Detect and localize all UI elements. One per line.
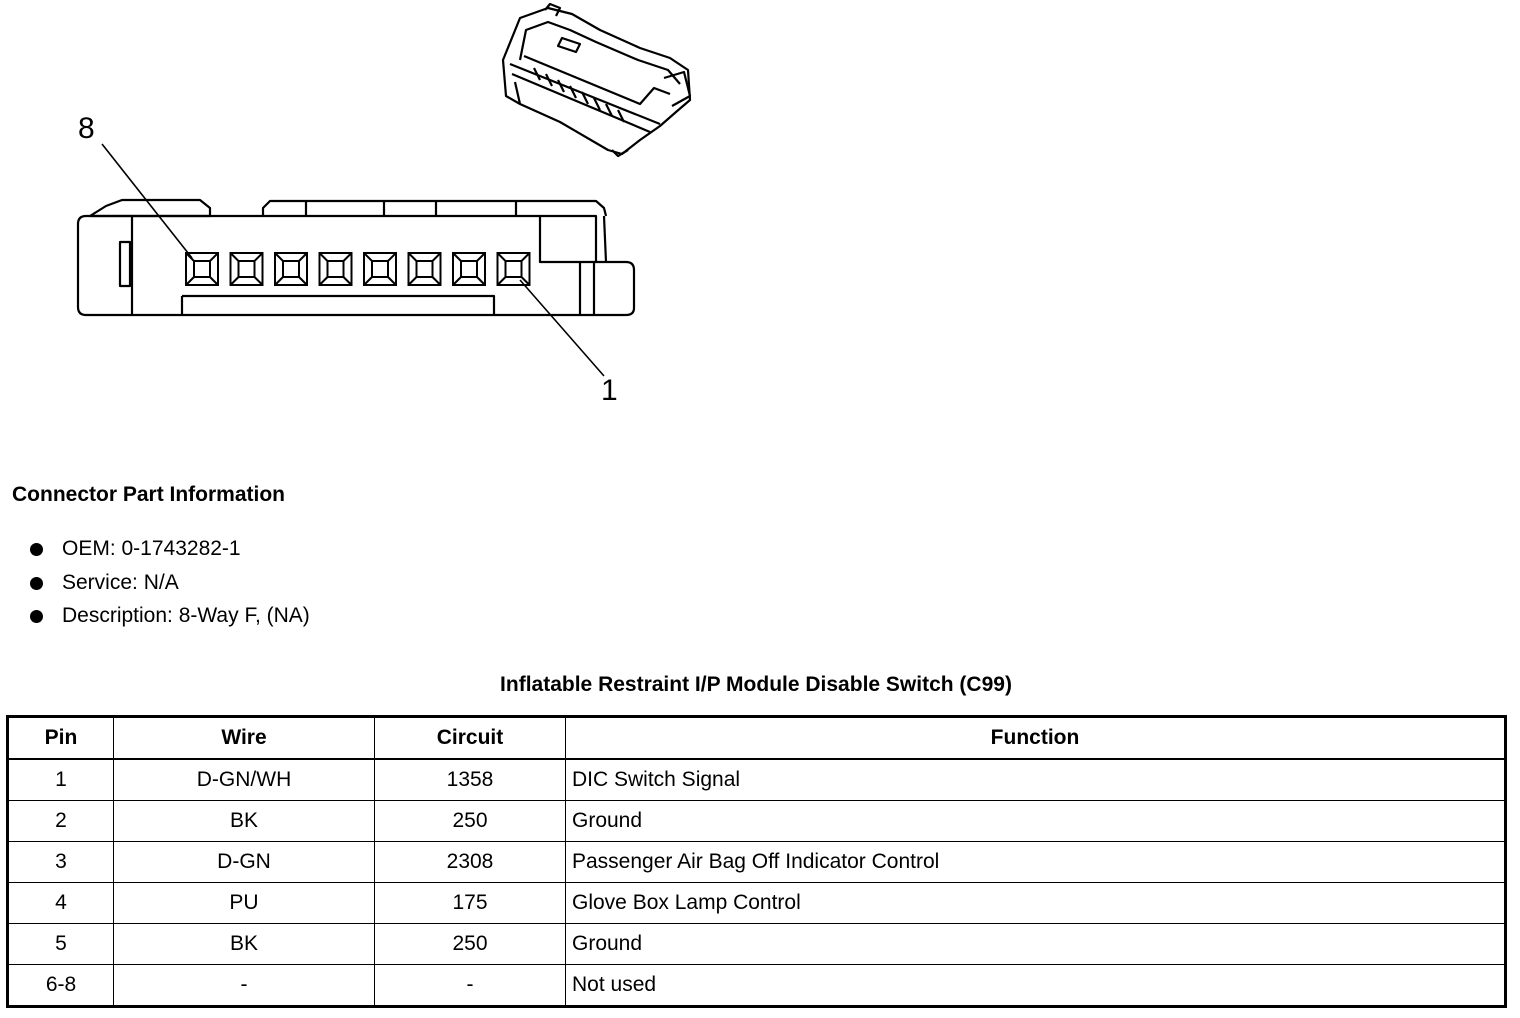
pin-cavity bbox=[229, 252, 264, 286]
cell-pin: 6-8 bbox=[7, 964, 114, 1007]
header-pin: Pin bbox=[7, 716, 114, 760]
pin-cavity bbox=[407, 252, 442, 286]
cell-pin: 4 bbox=[7, 882, 114, 924]
cell-pin: 3 bbox=[7, 841, 114, 883]
cell-circuit: 2308 bbox=[374, 841, 566, 883]
cell-pin: 5 bbox=[7, 923, 114, 965]
pin-cavity bbox=[363, 252, 397, 286]
pin-8-label: 8 bbox=[78, 112, 95, 145]
connector-info-list: OEM: 0-1743282-1 Service: N/A Descriptio… bbox=[30, 535, 310, 636]
cell-function: Passenger Air Bag Off Indicator Control bbox=[565, 841, 1506, 883]
connector-front-view bbox=[76, 198, 636, 317]
cell-function: Ground bbox=[565, 923, 1506, 965]
table-row: 1 D-GN/WH 1358 DIC Switch Signal bbox=[7, 758, 1506, 801]
pin-1-label: 1 bbox=[601, 374, 618, 407]
cell-function: Glove Box Lamp Control bbox=[565, 882, 1506, 924]
table-header-row: Pin Wire Circuit Function bbox=[7, 716, 1506, 760]
cell-function: Not used bbox=[565, 964, 1506, 1007]
pin-cavity bbox=[274, 252, 308, 286]
info-item-oem: OEM: 0-1743282-1 bbox=[30, 535, 310, 569]
pin-cavity bbox=[496, 252, 531, 286]
pin-cavities bbox=[185, 252, 531, 286]
cell-wire: PU bbox=[113, 882, 375, 924]
header-circuit: Circuit bbox=[374, 716, 566, 760]
pin-cavity bbox=[452, 252, 486, 286]
bullet-icon bbox=[30, 543, 43, 556]
cell-circuit: 250 bbox=[374, 923, 566, 965]
info-item-service: Service: N/A bbox=[30, 569, 310, 603]
cell-circuit: - bbox=[374, 964, 566, 1007]
cell-wire: D-GN bbox=[113, 841, 375, 883]
connector-part-info-heading: Connector Part Information bbox=[12, 483, 286, 506]
cell-circuit: 250 bbox=[374, 800, 566, 842]
header-function: Function bbox=[565, 716, 1506, 760]
cell-wire: - bbox=[113, 964, 375, 1007]
cell-function: Ground bbox=[565, 800, 1506, 842]
pin-cavity bbox=[185, 252, 219, 286]
cell-pin: 1 bbox=[7, 758, 114, 801]
cell-wire: D-GN/WH bbox=[113, 758, 375, 801]
leader-line-pin-8 bbox=[101, 143, 193, 259]
info-item-description: Description: 8-Way F, (NA) bbox=[30, 602, 310, 636]
table-row: 5 BK 250 Ground bbox=[7, 923, 1506, 965]
cell-circuit: 1358 bbox=[374, 758, 566, 801]
cell-pin: 2 bbox=[7, 800, 114, 842]
pinout-table: Pin Wire Circuit Function 1 D-GN/WH 1358… bbox=[6, 715, 1507, 1008]
bullet-icon bbox=[30, 610, 43, 623]
table-row: 4 PU 175 Glove Box Lamp Control bbox=[7, 882, 1506, 924]
header-wire: Wire bbox=[113, 716, 375, 760]
cell-wire: BK bbox=[113, 800, 375, 842]
table-row: 2 BK 250 Ground bbox=[7, 800, 1506, 842]
cell-wire: BK bbox=[113, 923, 375, 965]
leader-line-pin-1 bbox=[519, 279, 605, 377]
connector-diagram bbox=[76, 2, 692, 377]
pin-cavity bbox=[318, 252, 353, 286]
cell-function: DIC Switch Signal bbox=[565, 758, 1506, 801]
cell-circuit: 175 bbox=[374, 882, 566, 924]
bullet-icon bbox=[30, 576, 43, 590]
connector-isometric-view bbox=[501, 2, 692, 158]
table-row: 6-8 - - Not used bbox=[7, 964, 1506, 1007]
table-row: 3 D-GN 2308 Passenger Air Bag Off Indica… bbox=[7, 841, 1506, 883]
table-title: Inflatable Restraint I/P Module Disable … bbox=[500, 673, 1012, 696]
